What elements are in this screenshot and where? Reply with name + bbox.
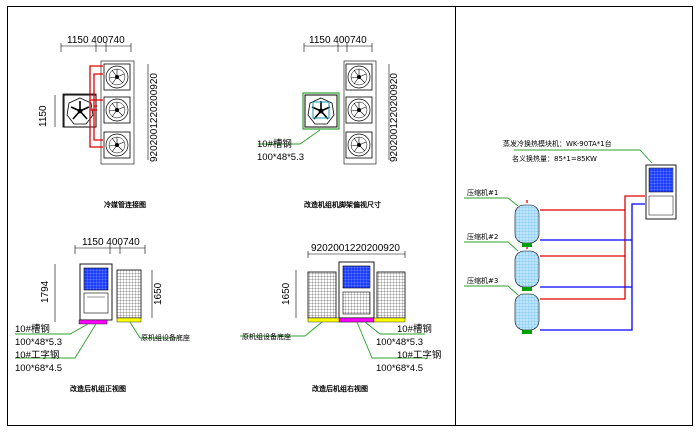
- module-label: 蒸发冷换热模块机：WK-90TA*1台: [503, 139, 612, 148]
- steel-label-front: 10#槽钢: [15, 323, 50, 335]
- sheet-border: [7, 6, 693, 426]
- caption-refrigerant: 冷媒管连接图: [104, 200, 146, 209]
- steel-label-top: 10#槽钢: [257, 138, 292, 150]
- caption-frame-offset: 改造机组机脚架偏视尺寸: [304, 200, 381, 209]
- dim-top-label-4: 9202001220200920: [311, 243, 400, 254]
- steel-spec-front: 100*48*5.3: [15, 337, 62, 348]
- dim-right-label: 9202001220200920: [149, 73, 160, 162]
- view-refrigerant-connection: 1150 400740 1150 9202001220200920 冷媒管连接图: [38, 35, 160, 209]
- dim-height-label: 1794: [40, 280, 51, 303]
- dim-right-label-2: 9202001220200920: [389, 73, 400, 162]
- ibeam-spec-front: 100*68*4.5: [15, 363, 62, 374]
- compressor-3: [514, 293, 540, 334]
- dim-top-label: 1150 400740: [67, 35, 125, 46]
- compressor-1: [514, 204, 540, 247]
- caption-front: 改造后机组正视图: [70, 384, 126, 393]
- dim-height-label-4: 1650: [281, 282, 292, 305]
- system-schematic: 蒸发冷换热模块机：WK-90TA*1台 名义换热量：85*1=85KW 压缩机#…: [464, 139, 677, 334]
- steel-label-side: 10#槽钢: [397, 323, 432, 335]
- ibeam-spec-side: 100*68*4.5: [376, 363, 423, 374]
- base-label-front: 原机组设备底座: [141, 333, 190, 342]
- compressor-3-label: 压缩机#3: [467, 276, 498, 285]
- view-right-side: 9202001220200920 1650 原机组设备底座 10#槽钢 100*…: [240, 243, 441, 393]
- ibeam-label-front: 10#工字钢: [15, 349, 59, 361]
- view-frame-offset: 1150 400740 9202001220200920 10#槽钢 100*4…: [257, 35, 400, 209]
- compressor-2: [514, 250, 540, 291]
- view-front: 1150 400740 1794 1650 10#槽钢 100*48*5.3 1…: [15, 237, 190, 393]
- dim-left-label: 1150: [38, 105, 49, 127]
- steel-spec-top: 100*48*5.3: [257, 152, 304, 163]
- compressor-1-label: 压缩机#1: [467, 188, 498, 197]
- capacity-label: 名义换热量：85*1=85KW: [512, 154, 597, 163]
- steel-spec-side: 100*48*5.3: [376, 337, 423, 348]
- ibeam-label-side: 10#工字钢: [397, 349, 441, 361]
- caption-side: 改造后机组右视图: [312, 384, 368, 393]
- base-label-side: 原机组设备底座: [242, 332, 291, 341]
- compressor-2-label: 压缩机#2: [467, 232, 498, 241]
- dim-top-label-3: 1150 400740: [82, 237, 140, 248]
- dim-height2-label: 1650: [153, 282, 164, 305]
- dim-top-label-2: 1150 400740: [309, 35, 367, 46]
